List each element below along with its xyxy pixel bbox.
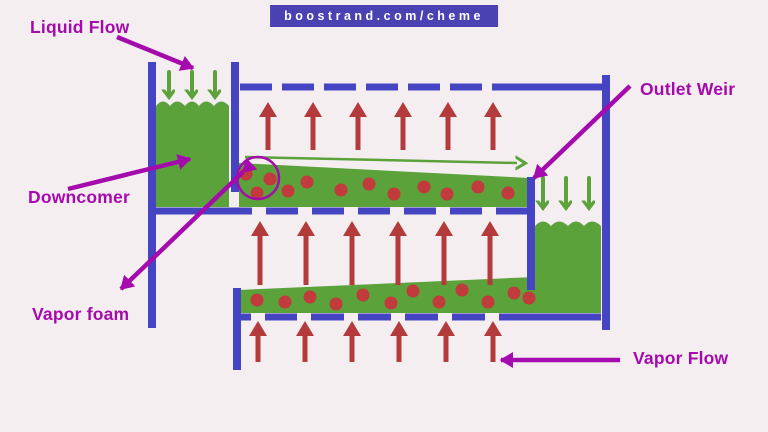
annotations (67, 34, 632, 369)
bubble-dot (481, 295, 495, 309)
foam-highlight-circle (235, 155, 281, 201)
bubble-dot (250, 293, 264, 307)
downcomer-liquid (156, 101, 229, 207)
vapor-foam-pointer (119, 157, 258, 291)
bubble-dot (300, 175, 314, 189)
outlet-weir-label: Outlet Weir (640, 79, 736, 99)
downcomer-inner-wall (231, 62, 239, 192)
liquid-flow-label: Liquid Flow (30, 17, 130, 37)
lower-downcomer-wall (233, 288, 241, 370)
bubble-dot (334, 183, 348, 197)
outlet-downcomer-liquid (535, 221, 601, 313)
upper-tray-foam (239, 163, 530, 207)
vapor-arrows-top (259, 102, 503, 150)
bubble-dot (501, 186, 515, 200)
liquid-flow-pointer (116, 34, 195, 71)
bubble-dot (432, 295, 446, 309)
vapor-arrows-middle (251, 221, 500, 285)
outlet-weir-wall (527, 177, 535, 290)
liquid-flow-direction-arrow (244, 157, 517, 163)
downcomer-label: Downcomer (28, 187, 130, 207)
right-column-wall (602, 75, 610, 330)
bubble-dot (387, 187, 401, 201)
bubble-dot (507, 286, 521, 300)
bubble-dot (455, 283, 469, 297)
outlet-weir-pointer (532, 84, 632, 180)
bubble-dot (406, 284, 420, 298)
site-badge: boostrand.com/cheme (270, 5, 498, 27)
bubble-dot (384, 296, 398, 310)
bubble-dot (362, 177, 376, 191)
bubble-dot (522, 291, 536, 305)
bubble-dot (281, 184, 295, 198)
liquid-outlet-arrows (543, 176, 589, 206)
left-column-wall (148, 62, 156, 328)
bubble-dot (303, 290, 317, 304)
foam-bubbles-lower (250, 283, 536, 311)
vapor-arrows-bottom (249, 321, 503, 362)
bubble-dot (440, 187, 454, 201)
bubble-dot (278, 295, 292, 309)
bubble-dot (263, 172, 277, 186)
vapor-flow-label: Vapor Flow (633, 348, 729, 368)
vapor-foam-label: Vapor foam (32, 304, 130, 324)
bubble-dot (356, 288, 370, 302)
bubble-dot (329, 297, 343, 311)
liquid-inlet-arrows (169, 70, 215, 95)
bubble-dot (417, 180, 431, 194)
bubble-dot (471, 180, 485, 194)
